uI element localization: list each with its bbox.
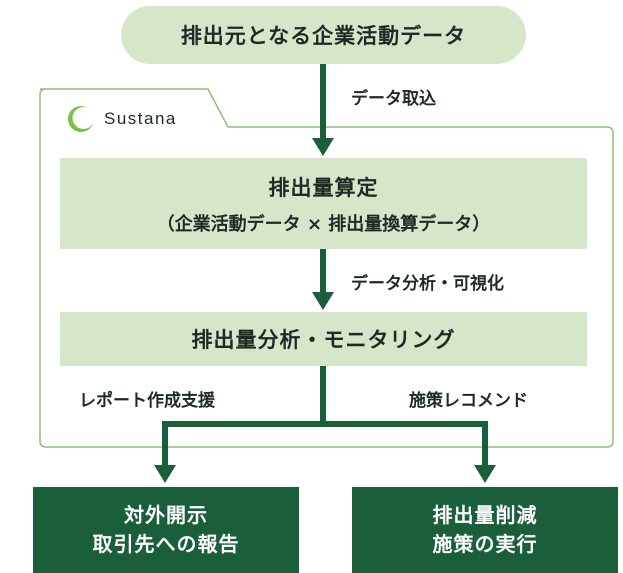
calc-title: 排出量算定: [268, 175, 379, 200]
output-right-line2: 施策の実行: [432, 532, 538, 556]
crescent-ring-icon: [68, 106, 95, 132]
output-left-line2: 取引先への報告: [92, 532, 240, 556]
platform-frame: [39, 88, 614, 448]
source-node: 排出元となる企業活動データ: [121, 6, 526, 64]
analysis-node: 排出量分析・モニタリング: [60, 312, 587, 366]
analysis-title: 排出量分析・モニタリング: [191, 328, 456, 352]
platform-logo: Sustana: [66, 104, 177, 134]
analysis-edge-label: データ分析・可視化: [351, 274, 504, 294]
report-edge-label: レポート作成支援: [79, 391, 215, 411]
calc-node: 排出量算定 （企業活動データ × 排出量換算データ）: [60, 158, 587, 249]
output-right-line1: 排出量削減: [432, 503, 538, 527]
arrow-right-head: [474, 465, 496, 483]
import-label: データ取込: [351, 89, 436, 109]
platform-name: Sustana: [104, 109, 177, 128]
output-reduction-node: 排出量削減 施策の実行: [352, 487, 618, 573]
arrow-import-head: [312, 138, 334, 156]
calc-subtitle: （企業活動データ × 排出量換算データ）: [156, 213, 491, 235]
arrow-left-head: [154, 465, 176, 483]
recommend-edge-label: 施策レコメンド: [409, 391, 528, 411]
output-left-line1: 対外開示: [124, 503, 208, 527]
arrow-analysis-head: [312, 292, 334, 310]
output-disclosure-node: 対外開示 取引先への報告: [33, 487, 299, 573]
source-label: 排出元となる企業活動データ: [180, 24, 467, 48]
